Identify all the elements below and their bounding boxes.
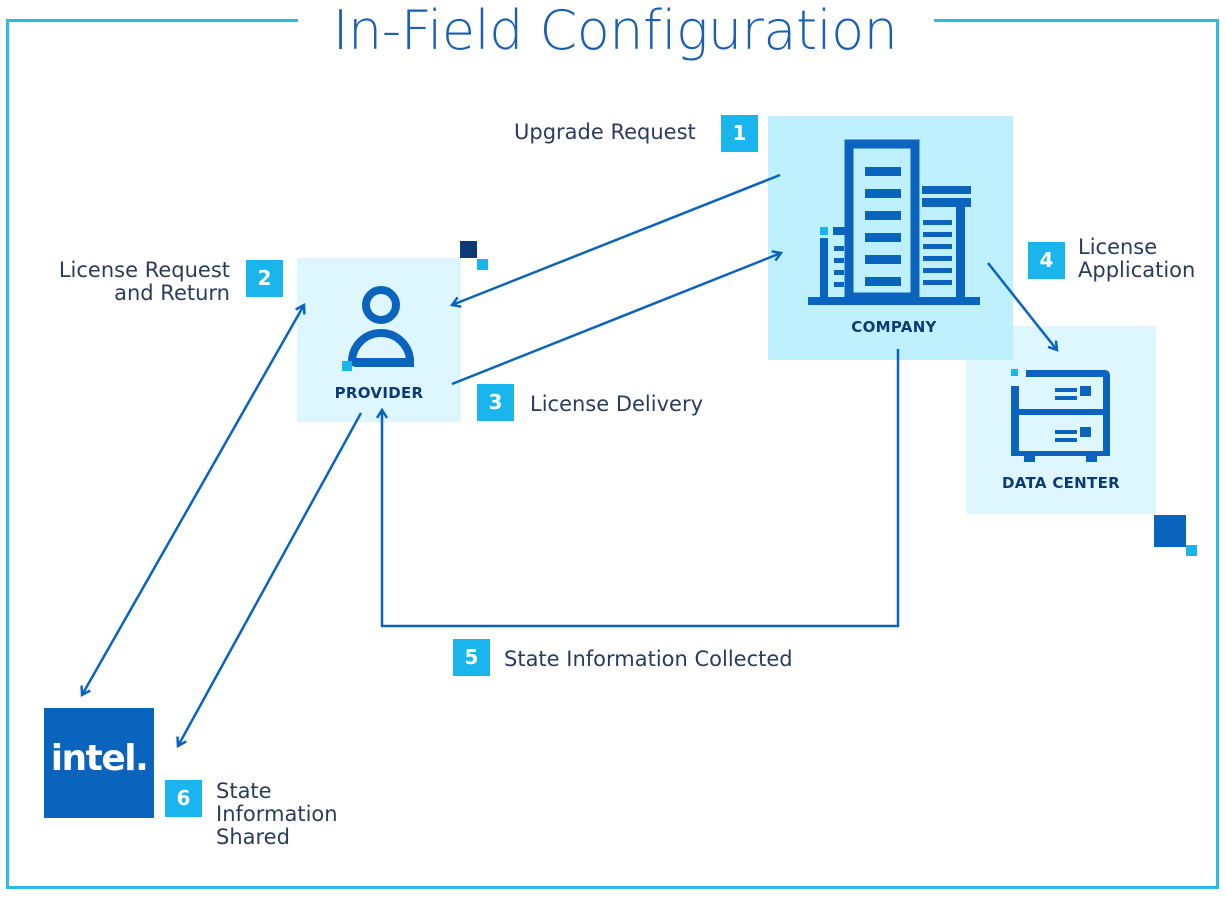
- step-4-label-line1: License: [1078, 235, 1158, 259]
- frame-right: [1216, 19, 1219, 889]
- arrow-upgrade-request: [452, 173, 781, 305]
- step-2-label-line2: and Return: [114, 281, 230, 305]
- step-1-label: Upgrade Request: [514, 120, 696, 144]
- intel-logo: intel.: [44, 708, 154, 818]
- provider-label: PROVIDER: [334, 384, 424, 402]
- step-4-badge: 4: [1028, 242, 1065, 279]
- arrow-license-delivery: [451, 253, 781, 386]
- arrow-license-application: [987, 262, 1057, 350]
- decor-square-blue: [1154, 515, 1186, 547]
- diagram-title: In-Field Configuration: [332, 0, 898, 62]
- frame-top-left: [6, 19, 298, 22]
- step-1-badge: 1: [721, 115, 758, 152]
- person-icon: [342, 286, 415, 371]
- datacenter-label: DATA CENTER: [1002, 474, 1120, 492]
- provider-panel: [297, 258, 461, 422]
- arrow-state-info-shared: [178, 412, 363, 746]
- building-icon: [808, 139, 980, 305]
- frame-left: [6, 19, 9, 889]
- step-3-label: License Delivery: [530, 392, 704, 416]
- step-3-badge: 3: [477, 384, 514, 421]
- server-rack-icon: [1011, 369, 1110, 462]
- decor-square-navy: [460, 241, 477, 258]
- intel-logo-text: intel.: [50, 738, 149, 779]
- step-6-label-line3: Shared: [216, 825, 290, 849]
- arrow-state-info-collected: [382, 349, 900, 628]
- step-2-badge: 2: [246, 260, 283, 297]
- arrow-license-request-return: [82, 305, 304, 695]
- step-4-label-line2: Application: [1078, 258, 1196, 282]
- step-5-label: State Information Collected: [504, 647, 793, 671]
- decor-square-cyan: [477, 259, 488, 270]
- step-5-badge: 5: [453, 639, 490, 676]
- step-6-badge: 6: [165, 780, 202, 817]
- step-2-label-line1: License Request: [58, 258, 230, 282]
- frame-top-right: [934, 19, 1219, 22]
- company-label: COMPANY: [851, 318, 937, 336]
- frame-bottom: [6, 886, 1219, 889]
- step-6-label-line2: Information: [216, 802, 338, 826]
- step-6-label-line1: State: [216, 779, 272, 803]
- decor-square-cyan-2: [1186, 545, 1197, 556]
